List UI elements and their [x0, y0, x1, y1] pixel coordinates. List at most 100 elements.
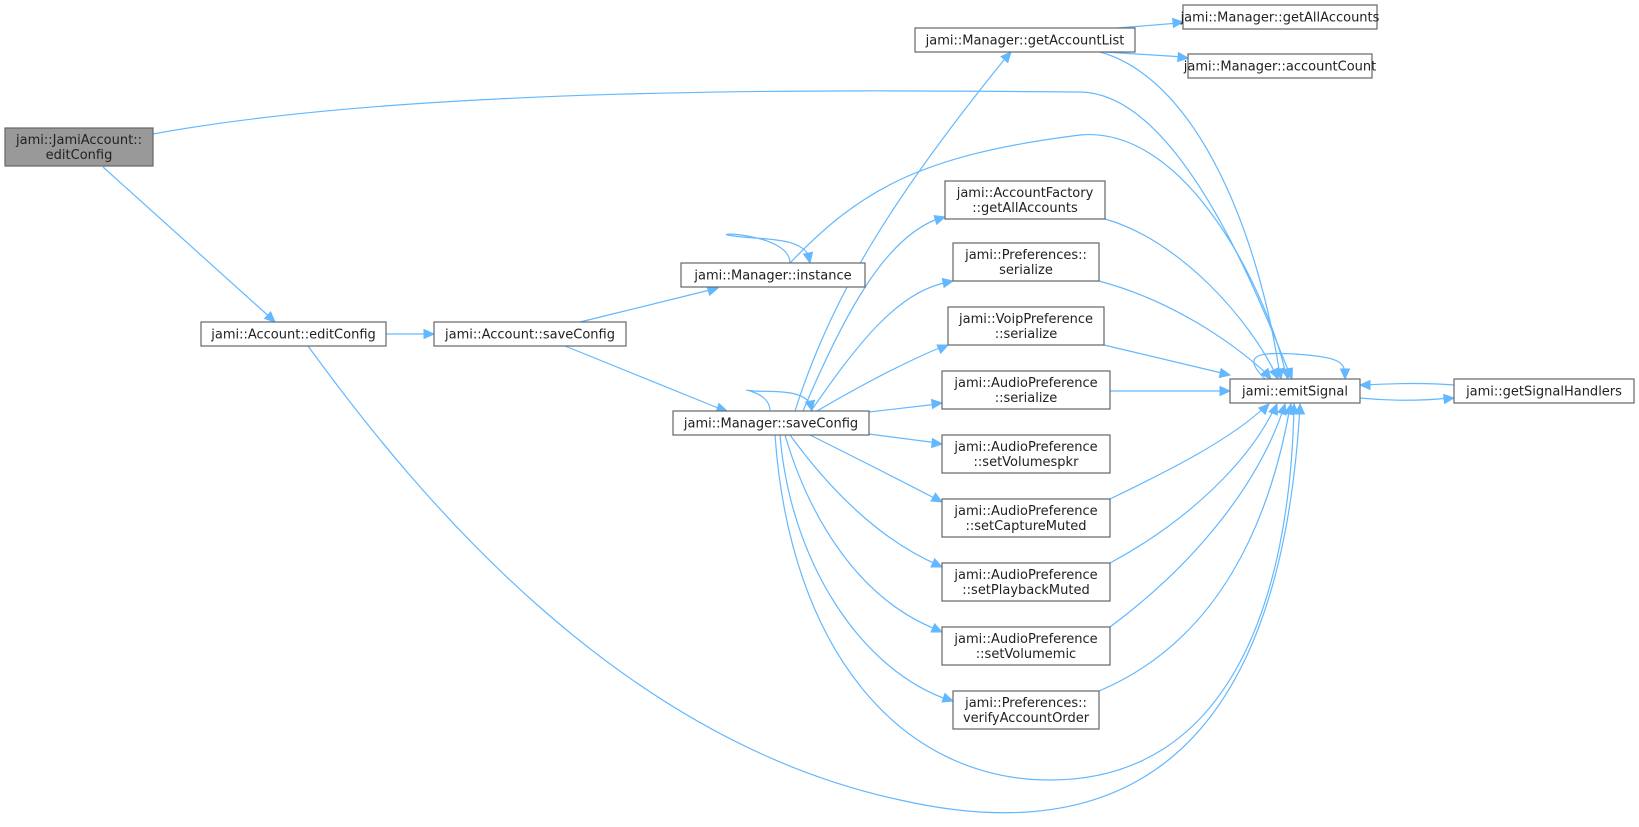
node-pref-ser[interactable]: jami::Preferences::serialize [952, 242, 1100, 282]
edge-getaccountlist-to-emitsignal [1099, 51, 1281, 377]
node-audio-mic[interactable]: jami::AudioPreference::setVolumemic [941, 626, 1111, 666]
node-acc-edit[interactable]: jami::Account::editConfig [200, 321, 387, 347]
edge-account-saveconfig-to-manager-instance [579, 288, 715, 323]
node-mgr-count[interactable]: jami::Manager::accountCount [1183, 53, 1377, 79]
node-box [1182, 4, 1378, 30]
node-label: ::setVolumemic [976, 647, 1076, 662]
edge-audio-serialize-to-emitsignal-arrowhead [1219, 385, 1232, 397]
node-label: ::serialize [995, 327, 1058, 342]
node-box [941, 370, 1111, 410]
edge-verifyaccountorder-to-emitsignal-arrowhead [1283, 402, 1295, 416]
edge-manager-saveconfig-to-setvolumemic-arrowhead [930, 622, 944, 633]
node-emit[interactable]: jami::emitSignal [1229, 378, 1361, 404]
node-voip-ser[interactable]: jami::VoipPreference::serialize [947, 306, 1105, 346]
node-label: ::serialize [995, 391, 1058, 406]
node-box [952, 242, 1100, 282]
node-label: jami::Manager::getAllAccounts [1180, 11, 1380, 26]
node-label: jami::AudioPreference [953, 440, 1097, 455]
node-box [1453, 378, 1635, 404]
node-label: jami::Preferences:: [964, 696, 1087, 711]
node-label: jami::AudioPreference [953, 632, 1097, 647]
edge-manager-saveconfig-to-verifyaccountorder [779, 434, 950, 701]
edge-account-saveconfig-to-manager-instance-arrowhead [706, 285, 720, 297]
edge-manager-saveconfig-to-setplaybackmuted-arrowhead [930, 557, 944, 568]
edge-manager-saveconfig-to-preferences-serialize [810, 281, 950, 412]
edge-manager-saveconfig-to-setvolumespkr [868, 433, 939, 444]
node-box [941, 626, 1111, 666]
edge-manager-saveconfig-to-setvolumemic [784, 434, 939, 631]
node-box [941, 562, 1111, 602]
edge-setvolumemic-to-emitsignal-arrowhead [1276, 402, 1288, 416]
node-root[interactable]: jami::JamiAccount::editConfig [4, 127, 154, 167]
node-box [4, 127, 154, 167]
node-handlers[interactable]: jami::getSignalHandlers [1453, 378, 1635, 404]
edge-preferences-serialize-to-emitsignal [1098, 280, 1269, 376]
edge-manager-saveconfig-to-emitsignal [774, 405, 1295, 781]
edge-root-to-account-editconfig-arrowhead [263, 311, 276, 323]
edge-preferences-serialize-to-emitsignal-arrowhead [1260, 367, 1272, 380]
node-label: jami::Preferences:: [964, 248, 1087, 263]
edge-manager-saveconfig-to-setvolumespkr-arrowhead [931, 437, 944, 449]
edge-manager-saveconfig-to-accountfactory-arrowhead [933, 214, 947, 226]
node-label: jami::AudioPreference [953, 504, 1097, 519]
edge-manager-saveconfig-to-audio-serialize [868, 403, 939, 413]
node-audio-ser[interactable]: jami::AudioPreference::serialize [941, 370, 1111, 410]
node-mgr-save[interactable]: jami::Manager::saveConfig [672, 410, 870, 436]
node-label: serialize [999, 263, 1053, 278]
edge-getsignalhandlers-to-emitsignal [1363, 382, 1455, 386]
node-label: jami::emitSignal [1241, 385, 1348, 400]
node-audio-play[interactable]: jami::AudioPreference::setPlaybackMuted [941, 562, 1111, 602]
node-box [433, 321, 627, 347]
edge-getaccountlist-to-accountcount [1104, 51, 1185, 58]
node-label: jami::Account::editConfig [210, 328, 376, 343]
node-label: jami::VoipPreference [958, 312, 1093, 327]
node-box [941, 434, 1111, 474]
node-label: ::setPlaybackMuted [962, 583, 1089, 598]
node-label: jami::Account::saveConfig [444, 328, 615, 343]
edge-manager-saveconfig-to-preferences-serialize-arrowhead [941, 277, 955, 289]
edge-manager-saveconfig-to-setcapturemuted [809, 434, 939, 501]
node-label: jami::AudioPreference [953, 568, 1097, 583]
edge-accountfactory-to-emitsignal-arrowhead [1268, 367, 1279, 381]
edge-emitsignal-to-getsignalhandlers [1359, 397, 1451, 401]
edge-voip-serialize-to-emitsignal-arrowhead [1218, 367, 1232, 379]
edge-manager-instance-self-loop-arrowhead [802, 251, 814, 265]
node-box [914, 27, 1136, 53]
node-label: jami::AudioPreference [953, 376, 1097, 391]
node-label: editConfig [46, 148, 113, 163]
edge-emitsignal-to-getsignalhandlers-arrowhead [1443, 393, 1456, 405]
edge-getsignalhandlers-to-emitsignal-arrowhead [1358, 379, 1371, 391]
edge-emitsignal-self-loop [1253, 352, 1346, 380]
edge-accountfactory-to-emitsignal [1104, 218, 1277, 376]
node-af-getall[interactable]: jami::AccountFactory::getAllAccounts [944, 180, 1106, 220]
edge-manager-saveconfig-to-setplaybackmuted [789, 434, 939, 566]
edge-emitsignal-self-loop-arrowhead [1339, 368, 1351, 381]
node-mgr-getlist[interactable]: jami::Manager::getAccountList [914, 27, 1136, 53]
node-mgr-getall[interactable]: jami::Manager::getAllAccounts [1180, 4, 1380, 30]
node-mgr-instance[interactable]: jami::Manager::instance [680, 262, 866, 288]
node-audio-cap[interactable]: jami::AudioPreference::setCaptureMuted [941, 498, 1111, 538]
edge-manager-instance-self-loop [725, 233, 811, 264]
node-label: jami::Manager::accountCount [1183, 60, 1377, 75]
edges [102, 17, 1456, 814]
edge-root-to-account-editconfig [102, 166, 274, 321]
edge-setplaybackmuted-to-emitsignal [1109, 406, 1276, 564]
edge-manager-saveconfig-self-loop [745, 389, 813, 412]
node-label: ::setCaptureMuted [965, 519, 1086, 534]
edge-voip-serialize-to-emitsignal [1103, 344, 1227, 375]
edge-setcapturemuted-to-emitsignal-arrowhead [1257, 403, 1270, 416]
node-box [1229, 378, 1361, 404]
node-box [1187, 53, 1373, 79]
node-label: jami::Manager::getAccountList [925, 34, 1125, 49]
node-audio-spkr[interactable]: jami::AudioPreference::setVolumespkr [941, 434, 1111, 474]
node-box [941, 498, 1111, 538]
node-acc-save[interactable]: jami::Account::saveConfig [433, 321, 627, 347]
edge-manager-saveconfig-to-voip-serialize-arrowhead [936, 344, 950, 355]
node-label: verifyAccountOrder [963, 711, 1090, 726]
node-label: jami::Manager::saveConfig [683, 417, 858, 432]
node-pref-verify[interactable]: jami::Preferences::verifyAccountOrder [952, 690, 1100, 730]
edge-account-editconfig-to-saveconfig-arrowhead [423, 328, 436, 340]
edge-manager-instance-to-emitsignal-arrowhead [1280, 367, 1292, 381]
edge-manager-saveconfig-to-setcapturemuted-arrowhead [930, 492, 944, 503]
